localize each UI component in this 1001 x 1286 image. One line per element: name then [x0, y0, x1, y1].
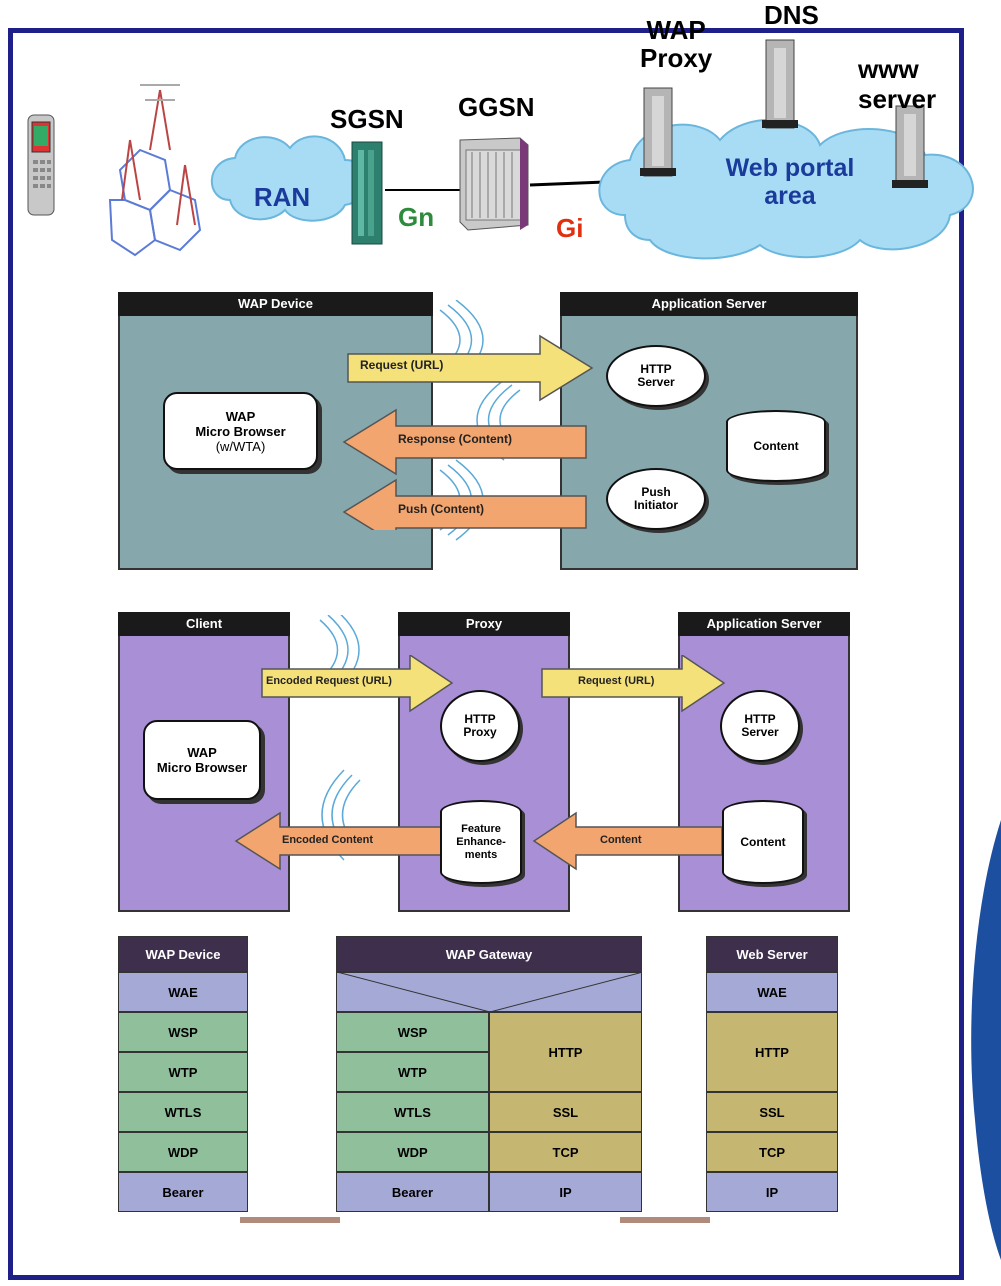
push-arrows	[342, 334, 594, 530]
ran-cloud-icon	[210, 135, 369, 222]
http-server-node-2: HTTP Server	[720, 690, 800, 762]
decorative-swoosh-icon	[971, 820, 1001, 1260]
network-topology	[27, 39, 974, 260]
bearer-link-right	[620, 1217, 710, 1223]
push-initiator-node: Push Initiator	[606, 468, 706, 530]
feature-enhancements-node: Feature Enhance- ments	[440, 800, 522, 884]
stack-web-http: HTTP	[706, 1012, 838, 1092]
gn-label: Gn	[398, 202, 435, 232]
gi-link	[529, 180, 606, 187]
bearer-link-left	[240, 1217, 340, 1223]
slide-frame	[8, 28, 964, 1280]
ggsn-icon	[459, 137, 529, 231]
wap-proxy-label: WAP Proxy	[640, 15, 713, 73]
stack-web-ssl: SSL	[706, 1092, 838, 1132]
encoded-request-label: Encoded Request (URL)	[266, 675, 392, 687]
push-label: Push (Content)	[398, 502, 484, 516]
content-arrow	[532, 811, 723, 871]
web-portal-label: Web portal area	[725, 154, 855, 210]
request-url-arrow	[541, 655, 726, 713]
encoded-content-arrow	[234, 811, 449, 871]
wap-proxy-server-icon	[640, 87, 676, 177]
stack-gateway-wae-band	[336, 972, 642, 1012]
content-node-2: Content	[722, 800, 804, 884]
gi-label: Gi	[556, 213, 584, 243]
www-server-label: www server	[858, 54, 937, 114]
stack-device-layer: WDP	[118, 1132, 248, 1172]
stack-device-layer: WAE	[118, 972, 248, 1012]
sgsn-label: SGSN	[330, 104, 404, 134]
stack-gateway-ip: IP	[489, 1172, 642, 1212]
http-server-node: HTTP Server	[606, 345, 706, 407]
response-arrow	[342, 408, 587, 476]
stack-gateway-header: WAP Gateway	[336, 936, 642, 972]
www-server-icon	[892, 105, 928, 188]
http-proxy-node: HTTP Proxy	[440, 690, 520, 762]
client-browser-line-1: WAP	[187, 745, 217, 760]
client-header: Client	[118, 612, 290, 636]
browser-line-3: (w/WTA)	[215, 438, 266, 454]
content-node: Content	[726, 410, 826, 482]
stack-device-layer: WTP	[118, 1052, 248, 1092]
application-server-header: Application Server	[560, 292, 858, 316]
stack-gateway-left-layer: WDP	[336, 1132, 489, 1172]
app-server-header: Application Server	[678, 612, 850, 636]
stack-device-layer: Bearer	[118, 1172, 248, 1212]
response-label: Response (Content)	[398, 432, 512, 446]
stack-gateway-tcp: TCP	[489, 1132, 642, 1172]
wap-micro-browser-box: WAP Micro Browser (w/WTA)	[163, 392, 318, 470]
request-label: Request (URL)	[360, 358, 444, 372]
dns-server-icon	[762, 39, 798, 129]
stack-device-header: WAP Device	[118, 936, 248, 972]
proxy-arrows	[234, 655, 726, 871]
client-browser-line-2: Micro Browser	[156, 760, 248, 775]
request-arrow	[347, 334, 594, 402]
ran-label: RAN	[253, 182, 311, 212]
stack-web-tcp: TCP	[706, 1132, 838, 1172]
client-browser-box: WAP Micro Browser	[143, 720, 261, 800]
stack-gateway-left-layer: WTP	[336, 1052, 489, 1092]
stack-web-wae: WAE	[706, 972, 838, 1012]
browser-line-2: Micro Browser	[195, 423, 286, 439]
stack-gateway-left-layer: Bearer	[336, 1172, 489, 1212]
stack-gateway-http: HTTP	[489, 1012, 642, 1092]
stack-gateway-ssl: SSL	[489, 1092, 642, 1132]
wap-device-header: WAP Device	[118, 292, 433, 316]
stack-web-ip: IP	[706, 1172, 838, 1212]
browser-line-1: WAP	[225, 408, 256, 424]
sgsn-icon	[351, 141, 383, 245]
stack-web-header: Web Server	[706, 936, 838, 972]
stack-device-layer: WTLS	[118, 1092, 248, 1132]
stack-gateway-left-layer: WTLS	[336, 1092, 489, 1132]
stack-gateway-left-layer: WSP	[336, 1012, 489, 1052]
request-url-label: Request (URL)	[578, 675, 655, 687]
dns-label: DNS	[764, 0, 819, 30]
ggsn-label: GGSN	[458, 92, 535, 122]
encoded-request-arrow	[261, 655, 454, 713]
push-arrow	[342, 478, 587, 530]
encoded-content-label: Encoded Content	[282, 834, 374, 846]
mobile-phone-icon	[27, 114, 55, 216]
proxy-header: Proxy	[398, 612, 570, 636]
stack-device-layer: WSP	[118, 1012, 248, 1052]
cell-towers-icon	[108, 84, 202, 257]
content-arrow-label: Content	[600, 834, 642, 846]
gateway-translation-shape	[337, 972, 641, 1012]
